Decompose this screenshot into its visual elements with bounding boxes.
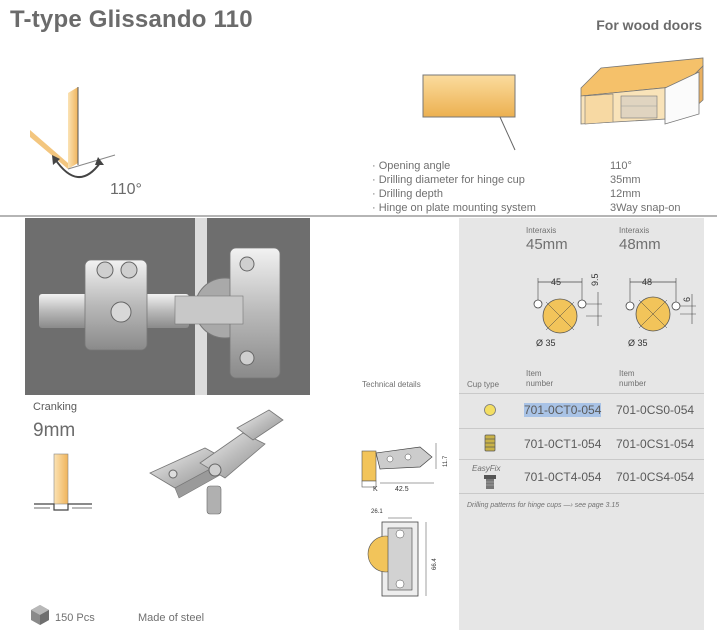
item-number[interactable]: 701-0CT0-054 — [524, 403, 602, 417]
spec-value: 12mm — [610, 188, 641, 200]
interaxis-value-1: 45mm — [526, 236, 568, 253]
dim-42-5: 42.5 — [395, 486, 409, 493]
standard-cup-icon — [484, 404, 496, 416]
cranking-illustration — [34, 453, 92, 511]
opening-angle-label: 110° — [110, 181, 142, 198]
packaging-icon — [31, 605, 49, 625]
dim-k: K — [373, 486, 378, 493]
spec-value: 3Way snap-on — [610, 202, 681, 214]
pieces-count: 150 Pcs — [55, 612, 95, 624]
spec-label: Drilling depth — [372, 187, 610, 201]
side-technical-drawing — [361, 443, 437, 488]
page-subtitle: For wood doors — [596, 17, 702, 33]
hinge-product-image — [149, 409, 284, 515]
drilling-pattern-note: Drilling patterns for hinge cups —› see … — [467, 502, 620, 509]
drilling-pattern-48 — [625, 278, 696, 332]
cup-diameter-48: Ø 35 — [628, 338, 648, 348]
section-divider — [0, 215, 717, 217]
dim-height-48: 6 — [682, 296, 692, 302]
dowel-cup-icon — [484, 434, 496, 452]
item-number[interactable]: 701-0CS1-054 — [616, 437, 695, 451]
spec-label: Hinge on plate mounting system — [372, 201, 610, 215]
spec-value: 110° — [610, 160, 632, 172]
dim-width-45: 45 — [551, 277, 562, 287]
item-number[interactable]: 701-0CT1-054 — [524, 437, 602, 451]
cranking-label: Cranking — [33, 401, 78, 413]
row-separator — [459, 428, 704, 429]
easyfix-label: EasyFix — [472, 464, 501, 473]
dim-width-48: 48 — [642, 277, 653, 287]
row-separator — [459, 459, 704, 460]
material-label: Made of steel — [138, 612, 205, 624]
cup-diameter-45: Ø 35 — [536, 338, 556, 348]
row-separator — [459, 393, 704, 394]
interaxis-value-2: 48mm — [619, 236, 661, 253]
interaxis-label-1: Interaxis — [526, 226, 557, 235]
opening-angle-illustration — [30, 87, 116, 179]
drilling-pattern-45 — [533, 278, 602, 334]
cabinet-illustration — [580, 57, 704, 125]
item-number[interactable]: 701-0CT4-054 — [524, 470, 602, 484]
front-technical-drawing — [367, 517, 427, 597]
dim-height-45: 9.5 — [590, 273, 600, 286]
item-number[interactable]: 701-0CS0-054 — [616, 403, 695, 417]
hinge-photo — [25, 218, 310, 395]
page-title: T-type Glissando 110 — [10, 6, 253, 33]
item-table-panel — [459, 218, 704, 630]
spec-label: Drilling diameter for hinge cup — [372, 173, 610, 187]
spec-value: 35mm — [610, 174, 641, 186]
dim-66-4: 66.4 — [432, 558, 438, 570]
item-number[interactable]: 701-0CS4-054 — [616, 470, 695, 484]
dim-11-7: 11.7 — [443, 455, 449, 467]
door-panel-illustration — [422, 74, 516, 151]
dim-26-1: 26.1 — [371, 509, 383, 515]
row-separator — [459, 493, 704, 494]
spec-label: Opening angle — [372, 159, 610, 173]
interaxis-label-2: Interaxis — [619, 226, 650, 235]
easyfix-cup-icon — [484, 475, 496, 489]
technical-details-label: Technical details — [362, 380, 421, 389]
cup-type-label: Cup type — [467, 380, 500, 389]
cranking-value: 9mm — [33, 420, 76, 441]
